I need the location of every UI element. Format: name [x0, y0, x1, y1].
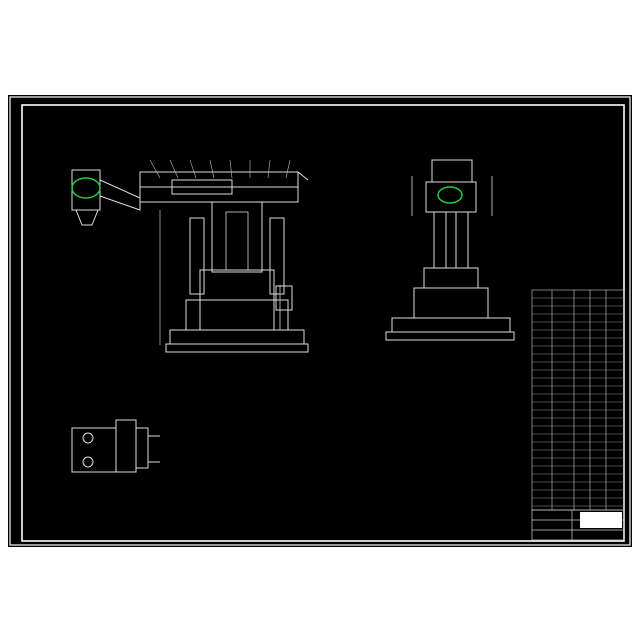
parts-list-table	[531, 289, 625, 511]
drawing-sheet	[8, 95, 632, 547]
outer-border	[9, 96, 631, 546]
main-assembly-view	[71, 159, 309, 353]
parts-list-rows	[532, 297, 624, 507]
side-view	[385, 159, 515, 341]
detail-view	[71, 419, 160, 473]
title-block	[531, 509, 625, 541]
